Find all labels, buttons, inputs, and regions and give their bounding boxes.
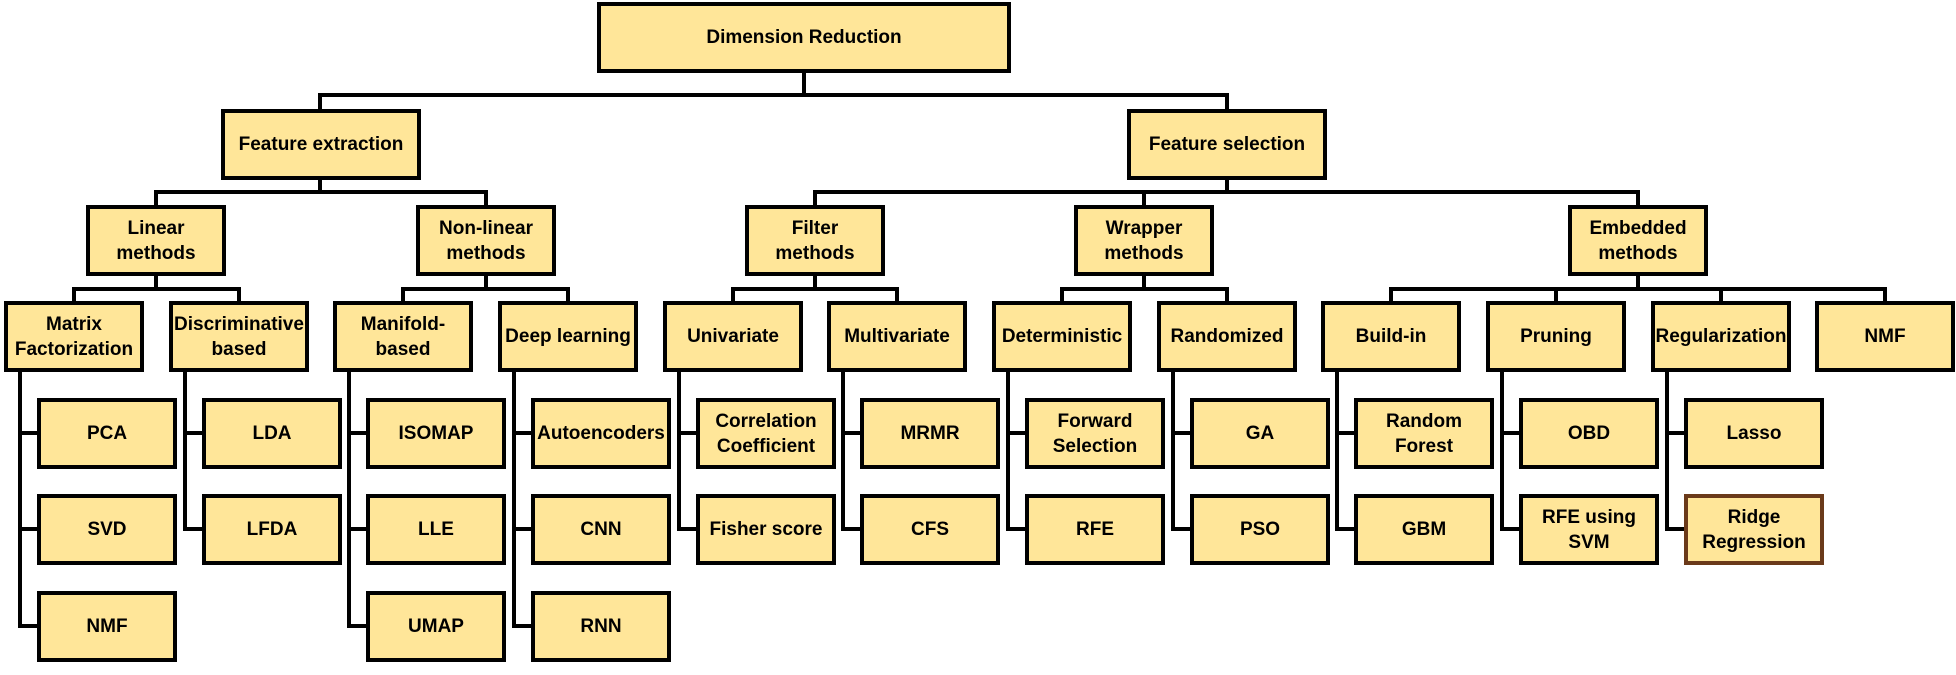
leaf-lle: LLE	[366, 494, 506, 565]
node-randomized: Randomized	[1157, 301, 1297, 372]
leaf-random-forest: Random Forest	[1354, 398, 1494, 469]
leaf-pca: PCA	[37, 398, 177, 469]
leaf-ridge-regression: Ridge Regression	[1684, 494, 1824, 565]
node-feature-extraction: Feature extraction	[221, 109, 421, 180]
leaf-ga: GA	[1190, 398, 1330, 469]
leaf-cfs: CFS	[860, 494, 1000, 565]
node-linear-methods: Linear methods	[86, 205, 226, 276]
node-embedded-methods: Embedded methods	[1568, 205, 1708, 276]
leaf-umap: UMAP	[366, 591, 506, 662]
leaf-pso: PSO	[1190, 494, 1330, 565]
node-wrapper-methods: Wrapper methods	[1074, 205, 1214, 276]
leaf-isomap: ISOMAP	[366, 398, 506, 469]
node-discriminative-based: Discriminative based	[169, 301, 309, 372]
node-univariate: Univariate	[663, 301, 803, 372]
node-dimension-reduction: Dimension Reduction	[597, 2, 1011, 73]
leaf-rfe: RFE	[1025, 494, 1165, 565]
node-feature-selection: Feature selection	[1127, 109, 1327, 180]
leaf-gbm: GBM	[1354, 494, 1494, 565]
leaf-lfda: LFDA	[202, 494, 342, 565]
leaf-fisher-score: Fisher score	[696, 494, 836, 565]
node-manifold-based: Manifold- based	[333, 301, 473, 372]
leaf-svd: SVD	[37, 494, 177, 565]
node-deterministic: Deterministic	[992, 301, 1132, 372]
node-build-in: Build-in	[1321, 301, 1461, 372]
leaf-mrmr: MRMR	[860, 398, 1000, 469]
leaf-forward-selection: Forward Selection	[1025, 398, 1165, 469]
node-matrix-factorization: Matrix Factorization	[4, 301, 144, 372]
node-nmf-embedded: NMF	[1815, 301, 1955, 372]
leaf-rfe-using-svm: RFE using SVM	[1519, 494, 1659, 565]
leaf-rnn: RNN	[531, 591, 671, 662]
leaf-correlation-coefficient: Correlation Coefficient	[696, 398, 836, 469]
leaf-lda: LDA	[202, 398, 342, 469]
node-filter-methods: Filter methods	[745, 205, 885, 276]
node-multivariate: Multivariate	[827, 301, 967, 372]
leaf-autoencoders: Autoencoders	[531, 398, 671, 469]
leaf-lasso: Lasso	[1684, 398, 1824, 469]
node-deep-learning: Deep learning	[498, 301, 638, 372]
leaf-obd: OBD	[1519, 398, 1659, 469]
node-nonlinear-methods: Non-linear methods	[416, 205, 556, 276]
node-pruning: Pruning	[1486, 301, 1626, 372]
leaf-cnn: CNN	[531, 494, 671, 565]
node-regularization: Regularization	[1651, 301, 1791, 372]
leaf-nmf: NMF	[37, 591, 177, 662]
